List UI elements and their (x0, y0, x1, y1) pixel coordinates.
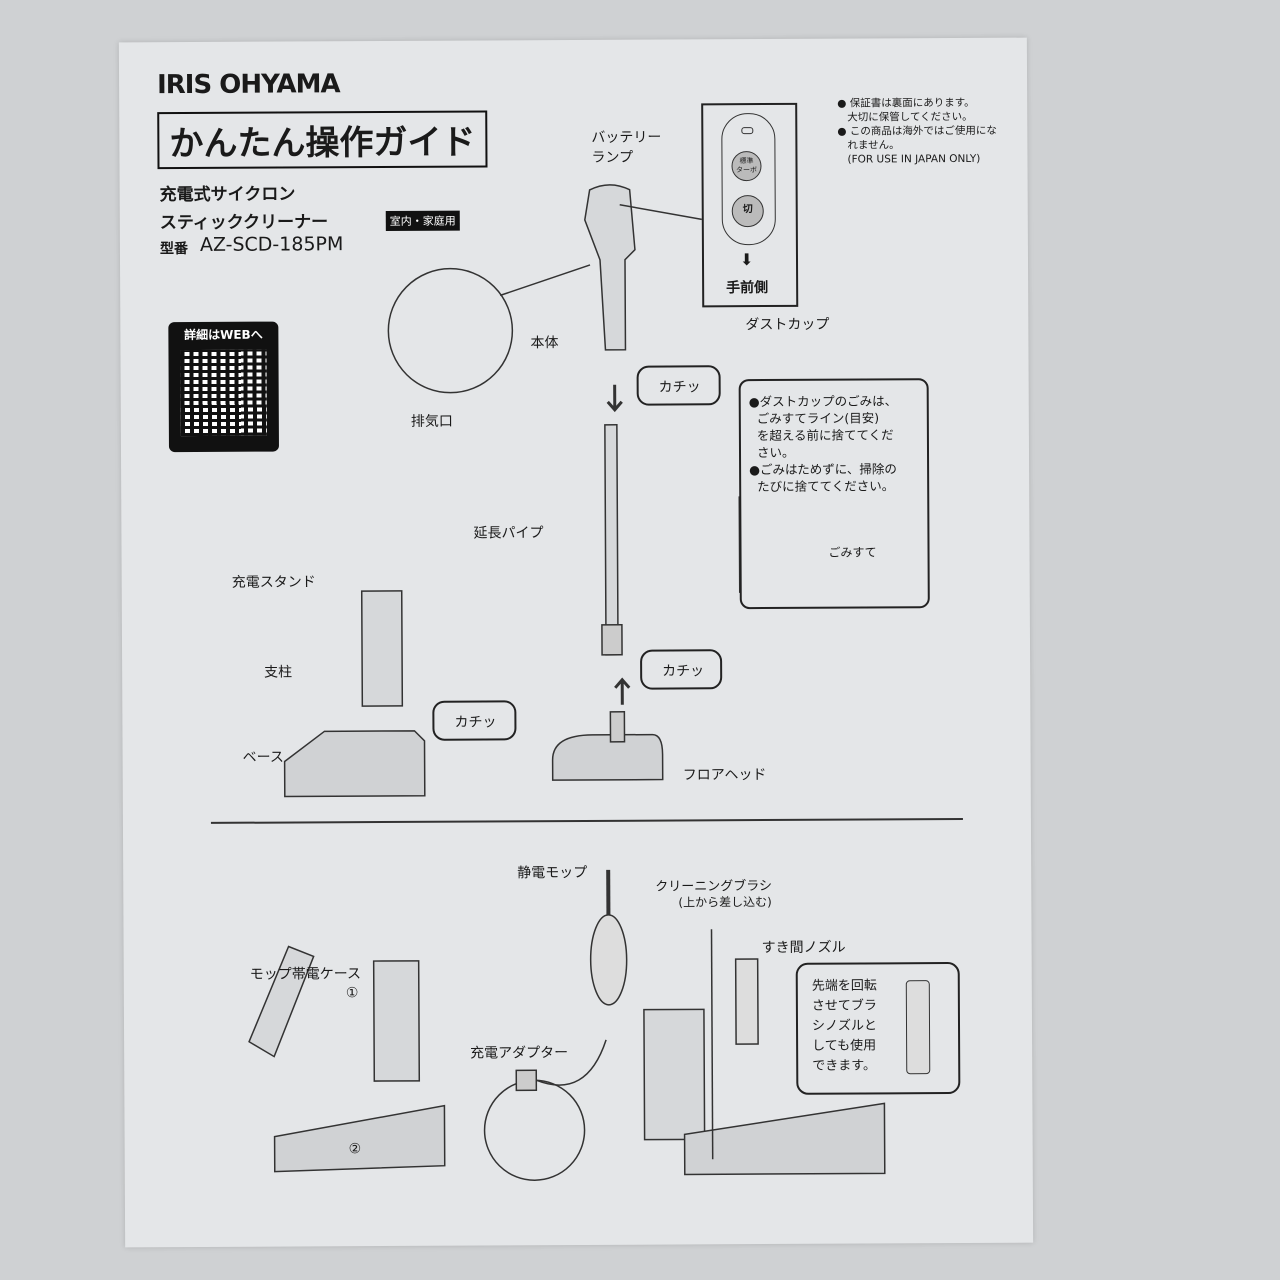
qr-code-panel[interactable]: 詳細はWEBへ (168, 321, 279, 453)
click-text: カチッ (662, 663, 705, 680)
dust-cup-note-callout: ●ダストカップのごみは、 ごみすてライン(目安) を超える前に捨ててくだ さい。… (738, 378, 930, 610)
click-callout-2: カチッ (640, 649, 723, 690)
base-label: ベース (242, 749, 284, 766)
pipe-label: 延長パイプ (473, 525, 544, 542)
dust-cup-note: ●ダストカップのごみは、 ごみすてライン(目安) を超える前に捨ててくだ さい。… (748, 393, 898, 495)
warranty-notes: ● 保証書は裏面にあります。 大切に保管してください。 ● この商品は海外ではご… (837, 96, 997, 166)
pillar-label: 支柱 (264, 664, 293, 681)
step-1-label: ① (345, 985, 359, 1002)
charging-base-drawing (372, 960, 421, 1082)
body-label: 本体 (530, 335, 559, 352)
exhaust-detail-drawing (387, 267, 514, 394)
adapter-label: 充電アダプター (470, 1045, 569, 1062)
mode-button[interactable]: 標準 ターボ (731, 151, 762, 182)
model-number: AZ-SCD-185PM (199, 233, 344, 256)
crevice-label: すき間ノズル (761, 939, 846, 957)
rotated-nozzle-drawing (905, 980, 931, 1075)
floor-head-label: フロアヘッド (682, 767, 767, 784)
trash-line-label: ごみすて (828, 545, 877, 560)
mop-case-drawing (248, 945, 315, 1058)
off-button[interactable]: 切 (731, 195, 764, 228)
stand-pillar-drawing (360, 590, 404, 707)
charger-stand-drawing (643, 1008, 706, 1141)
down-arrow-icon (606, 384, 623, 413)
click-callout-1: カチッ (636, 365, 721, 406)
exhaust-label: 排気口 (410, 413, 453, 430)
adapter-drawing (515, 1069, 538, 1092)
crevice-note-callout: 先端を回転 させてブラ シノズルと しても使用 できます。 (795, 961, 961, 1095)
battery-lamp-label: バッテリー ランプ (591, 129, 662, 166)
arrow-down-icon: ⬇ (739, 250, 754, 270)
usage-tag: 室内・家庭用 (385, 210, 460, 231)
product-name-line2: スティッククリーナー (159, 212, 329, 234)
crevice-nozzle-drawing (734, 958, 759, 1045)
floor-head-drawing (551, 733, 664, 781)
extension-pipe-drawing (604, 424, 619, 656)
web-label: 詳細はWEBへ (184, 327, 263, 343)
manual-page: IRIS OHYAMA かんたん操作ガイド 充電式サイクロン スティッククリーナ… (118, 37, 1034, 1248)
click-text: カチッ (454, 714, 497, 731)
up-arrow-icon (614, 677, 631, 705)
product-name-line1: 充電式サイクロン (159, 184, 296, 206)
crevice-note: 先端を回転 させてブラ シノズルと しても使用 できます。 (811, 978, 878, 1074)
brush-note: (上から差し込む) (678, 894, 772, 910)
battery-lamp-icon (741, 127, 754, 135)
brand-logo: IRIS OHYAMA (156, 69, 340, 101)
model-label: 型番 (159, 241, 188, 258)
mop-label: 静電モップ (517, 864, 588, 882)
brush-label: クリーニングブラシ (655, 878, 773, 895)
front-side-label: 手前側 (726, 279, 769, 297)
click-callout-3: カチッ (432, 700, 517, 741)
stand-base-drawing (283, 730, 426, 798)
dust-cup-label: ダストカップ (745, 316, 830, 334)
guide-title: かんたん操作ガイド (157, 110, 488, 170)
vacuum-body-drawing (584, 184, 636, 351)
mop-case-label: モップ帯電ケース (249, 966, 362, 983)
click-text: カチッ (658, 379, 701, 396)
step-2-label: ② (348, 1141, 362, 1158)
stand-label: 充電スタンド (231, 574, 316, 591)
control-panel-callout: 標準 ターボ 切 ⬇ 手前側 (701, 102, 799, 308)
qr-code[interactable] (180, 349, 267, 437)
